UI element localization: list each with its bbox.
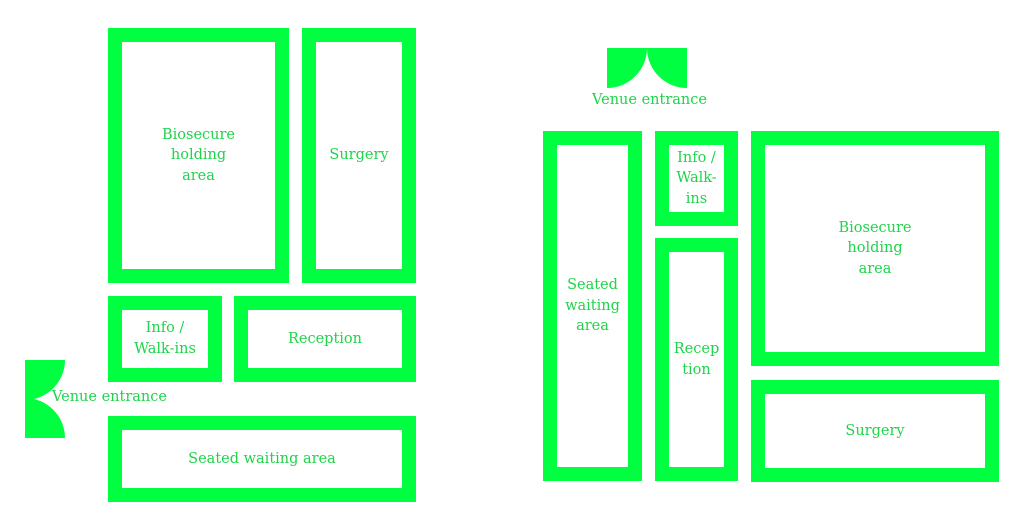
room-reception-b: Reception	[655, 238, 738, 481]
room-label: Surgery	[845, 422, 905, 439]
venue-entrance-label: Venue entrance	[52, 389, 167, 405]
room-label: Info / Walk-ins	[134, 320, 196, 357]
room-surgery-a: Surgery	[302, 28, 416, 283]
room-label: Biosecure holding area	[838, 219, 912, 277]
room-label: Seated waiting area	[188, 450, 336, 467]
room-reception-a: Reception	[234, 296, 416, 382]
room-label: Biosecure holding area	[161, 126, 236, 184]
venue-entrance-label: Venue entrance	[592, 92, 707, 108]
room-biosecure-holding-b: Biosecure holding area	[751, 131, 999, 366]
room-label: Seated waiting area	[565, 277, 620, 335]
room-seated-waiting-b: Seated waiting area	[543, 131, 642, 481]
room-label: Reception	[673, 340, 720, 378]
room-info-walkins-b: Info / Walk-ins	[655, 131, 738, 226]
room-label: Surgery	[329, 147, 389, 164]
room-surgery-b: Surgery	[751, 380, 999, 482]
room-label: Reception	[287, 330, 362, 347]
room-seated-waiting-a: Seated waiting area	[108, 416, 416, 502]
door-swing-icon	[25, 360, 65, 438]
door-swing-icon	[607, 48, 687, 88]
room-info-walkins-a: Info / Walk-ins	[108, 296, 222, 382]
room-biosecure-holding-a: Biosecure holding area	[108, 28, 289, 283]
room-label: Info / Walk-ins	[676, 149, 717, 207]
